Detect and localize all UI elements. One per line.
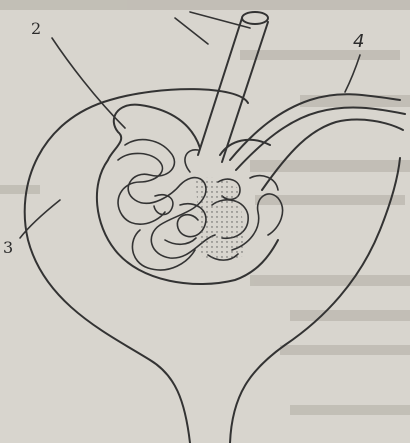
diagram-label-4: 4 xyxy=(353,33,364,51)
outer-capsule-outline xyxy=(25,89,400,443)
inner-capsule xyxy=(97,105,278,284)
vascular-pole-stipple xyxy=(196,178,245,261)
diagram-label-3: 3 xyxy=(3,240,13,256)
collecting-tube xyxy=(198,12,268,162)
diagram-label-2: 2 xyxy=(31,21,41,37)
